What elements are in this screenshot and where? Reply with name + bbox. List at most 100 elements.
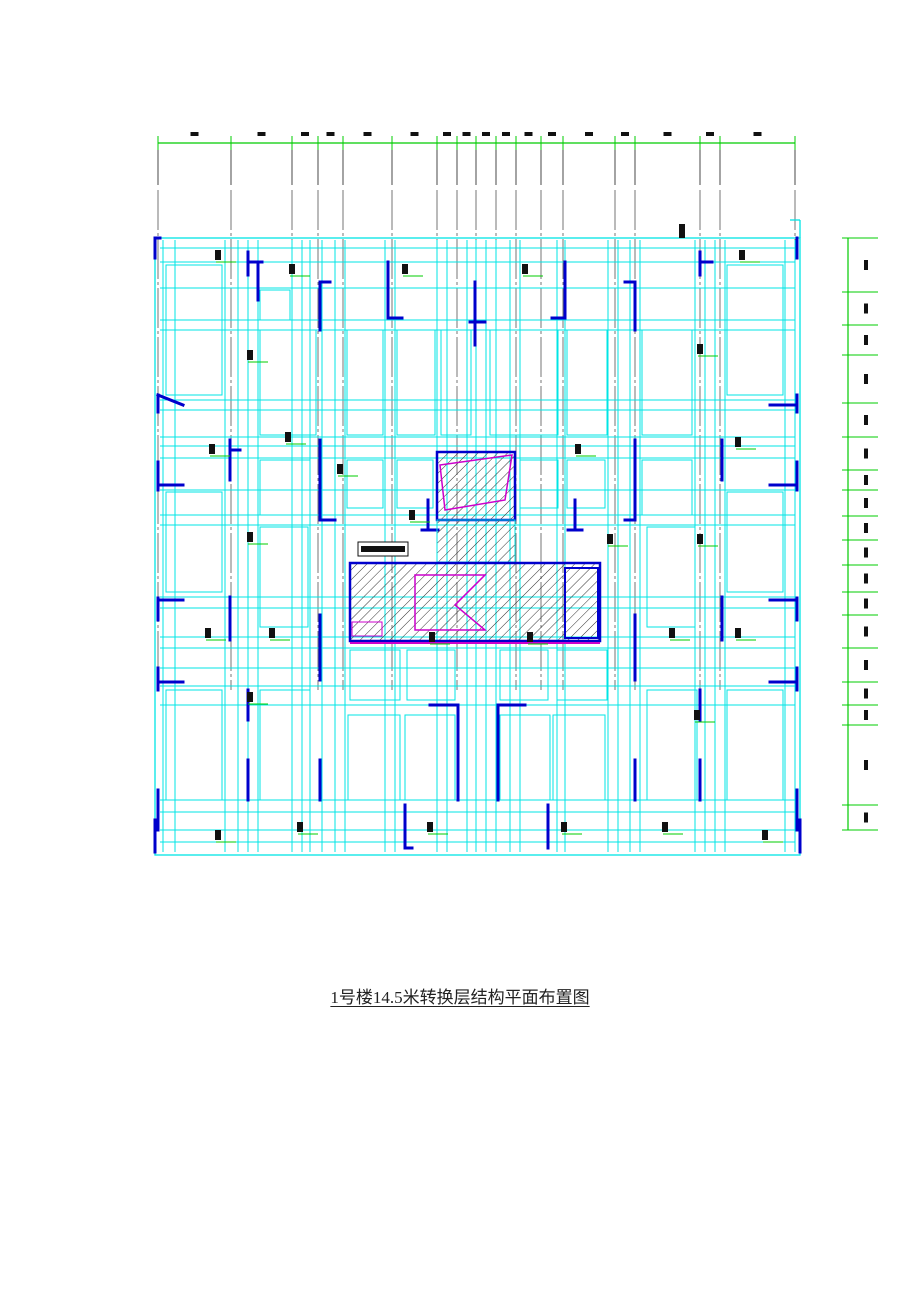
annotation-label-mark (607, 534, 613, 544)
annotation-label-mark (679, 224, 685, 238)
slab-panel (165, 689, 223, 801)
dimension-label-mark (864, 660, 868, 670)
annotation-label-mark (697, 534, 703, 544)
annotation-label-mark (735, 437, 741, 447)
dimension-label-mark (864, 374, 868, 384)
slab-panel (404, 714, 456, 801)
dimension-label-mark (621, 132, 629, 136)
dimension-label-mark (864, 688, 868, 699)
figure-caption: 1号楼14.5米转换层结构平面布置图 (0, 983, 920, 1008)
annotation-label-mark (297, 822, 303, 832)
dimension-label-mark (548, 132, 556, 136)
core-middle-block (436, 519, 516, 563)
dimension-label-mark (326, 132, 335, 136)
annotation-label-mark (561, 822, 567, 832)
slab-panel (499, 714, 551, 801)
stair-outline (414, 574, 488, 631)
dimension-label-mark (864, 415, 868, 425)
outer-beam (154, 237, 801, 856)
elevator-shaft (564, 567, 599, 639)
annotation-label-mark (409, 510, 415, 520)
annotation-label-mark (215, 830, 221, 840)
annotation-label-mark (662, 822, 668, 832)
annotation-label-mark (522, 264, 528, 274)
annotation-label-mark (269, 628, 275, 638)
slab-panel (641, 459, 693, 516)
dimension-label-mark (864, 547, 868, 558)
slab-panel (259, 289, 291, 321)
slab-panel (726, 264, 784, 396)
dimension-label-mark (864, 475, 868, 485)
annotation-label-mark (429, 632, 435, 642)
slab-panel (259, 459, 311, 516)
dimension-label-mark (864, 598, 868, 609)
slab-panel (346, 459, 384, 509)
annotation-label-mark (289, 264, 295, 274)
core-sub-box (351, 621, 383, 637)
dimension-label-mark (524, 132, 533, 136)
annotation-label-mark (427, 822, 433, 832)
slab-panel (566, 459, 606, 509)
dimension-label-mark (663, 132, 672, 136)
slab-panel (566, 329, 608, 436)
shear-walls (153, 236, 802, 854)
right-dimension-chain (842, 237, 878, 831)
slab-panel (347, 714, 401, 801)
slab-panel (641, 329, 693, 436)
core-outline (439, 454, 513, 511)
annotation-label-mark (735, 628, 741, 638)
slab-panel (519, 329, 559, 436)
slab-panel (440, 329, 472, 436)
slab-panel (165, 264, 223, 396)
dimension-label-mark (864, 812, 868, 823)
top-dimension-chain (157, 132, 796, 185)
annotation-label-mark (669, 628, 675, 638)
dimension-label-mark (482, 132, 490, 136)
annotation-label-mark (285, 432, 291, 442)
dimension-label-mark (753, 132, 762, 136)
slab-panel (259, 329, 317, 436)
slab-panels (165, 264, 784, 801)
slab-panel (259, 689, 311, 801)
annotation-label-mark (402, 264, 408, 274)
dimension-label-mark (864, 573, 868, 584)
dimension-label-mark (706, 132, 714, 136)
dimension-label-mark (502, 132, 510, 136)
slab-panel (519, 459, 559, 509)
dimension-label-mark (190, 132, 199, 136)
annotation-label-mark (247, 532, 253, 542)
dimension-label-mark (257, 132, 266, 136)
annotation-label-mark (527, 632, 533, 642)
annotation-label-mark (762, 830, 768, 840)
annotation-label-mark (739, 250, 745, 260)
dimension-label-mark (864, 760, 868, 770)
slab-panel (646, 526, 696, 628)
core-label-mark (361, 546, 405, 552)
annotation-markers (205, 224, 783, 843)
dimension-label-mark (864, 523, 868, 533)
core-lower-block (348, 561, 602, 643)
dimension-label-mark (864, 303, 868, 314)
dimension-label-mark (864, 626, 868, 637)
slab-panel (406, 649, 456, 701)
annotation-label-mark (337, 464, 343, 474)
slab-panel (556, 649, 608, 701)
slab-panel (646, 689, 698, 801)
dimension-label-mark (864, 710, 868, 720)
slab-panel (726, 491, 784, 593)
shear-wall (156, 393, 185, 407)
annotation-label-mark (247, 692, 253, 702)
annotation-label-mark (205, 628, 211, 638)
slab-panel (259, 526, 309, 628)
annotation-label-mark (575, 444, 581, 454)
slab-panel (499, 649, 549, 701)
slab-panel (489, 329, 521, 436)
dimension-label-mark (864, 260, 868, 270)
structural-plan-drawing (153, 132, 878, 856)
annotation-label-mark (694, 710, 700, 720)
dimension-label-mark (301, 132, 309, 136)
slab-panel (349, 649, 401, 701)
slab-panel (346, 329, 384, 436)
dimension-label-mark (864, 335, 868, 345)
dimension-label-mark (864, 498, 868, 508)
